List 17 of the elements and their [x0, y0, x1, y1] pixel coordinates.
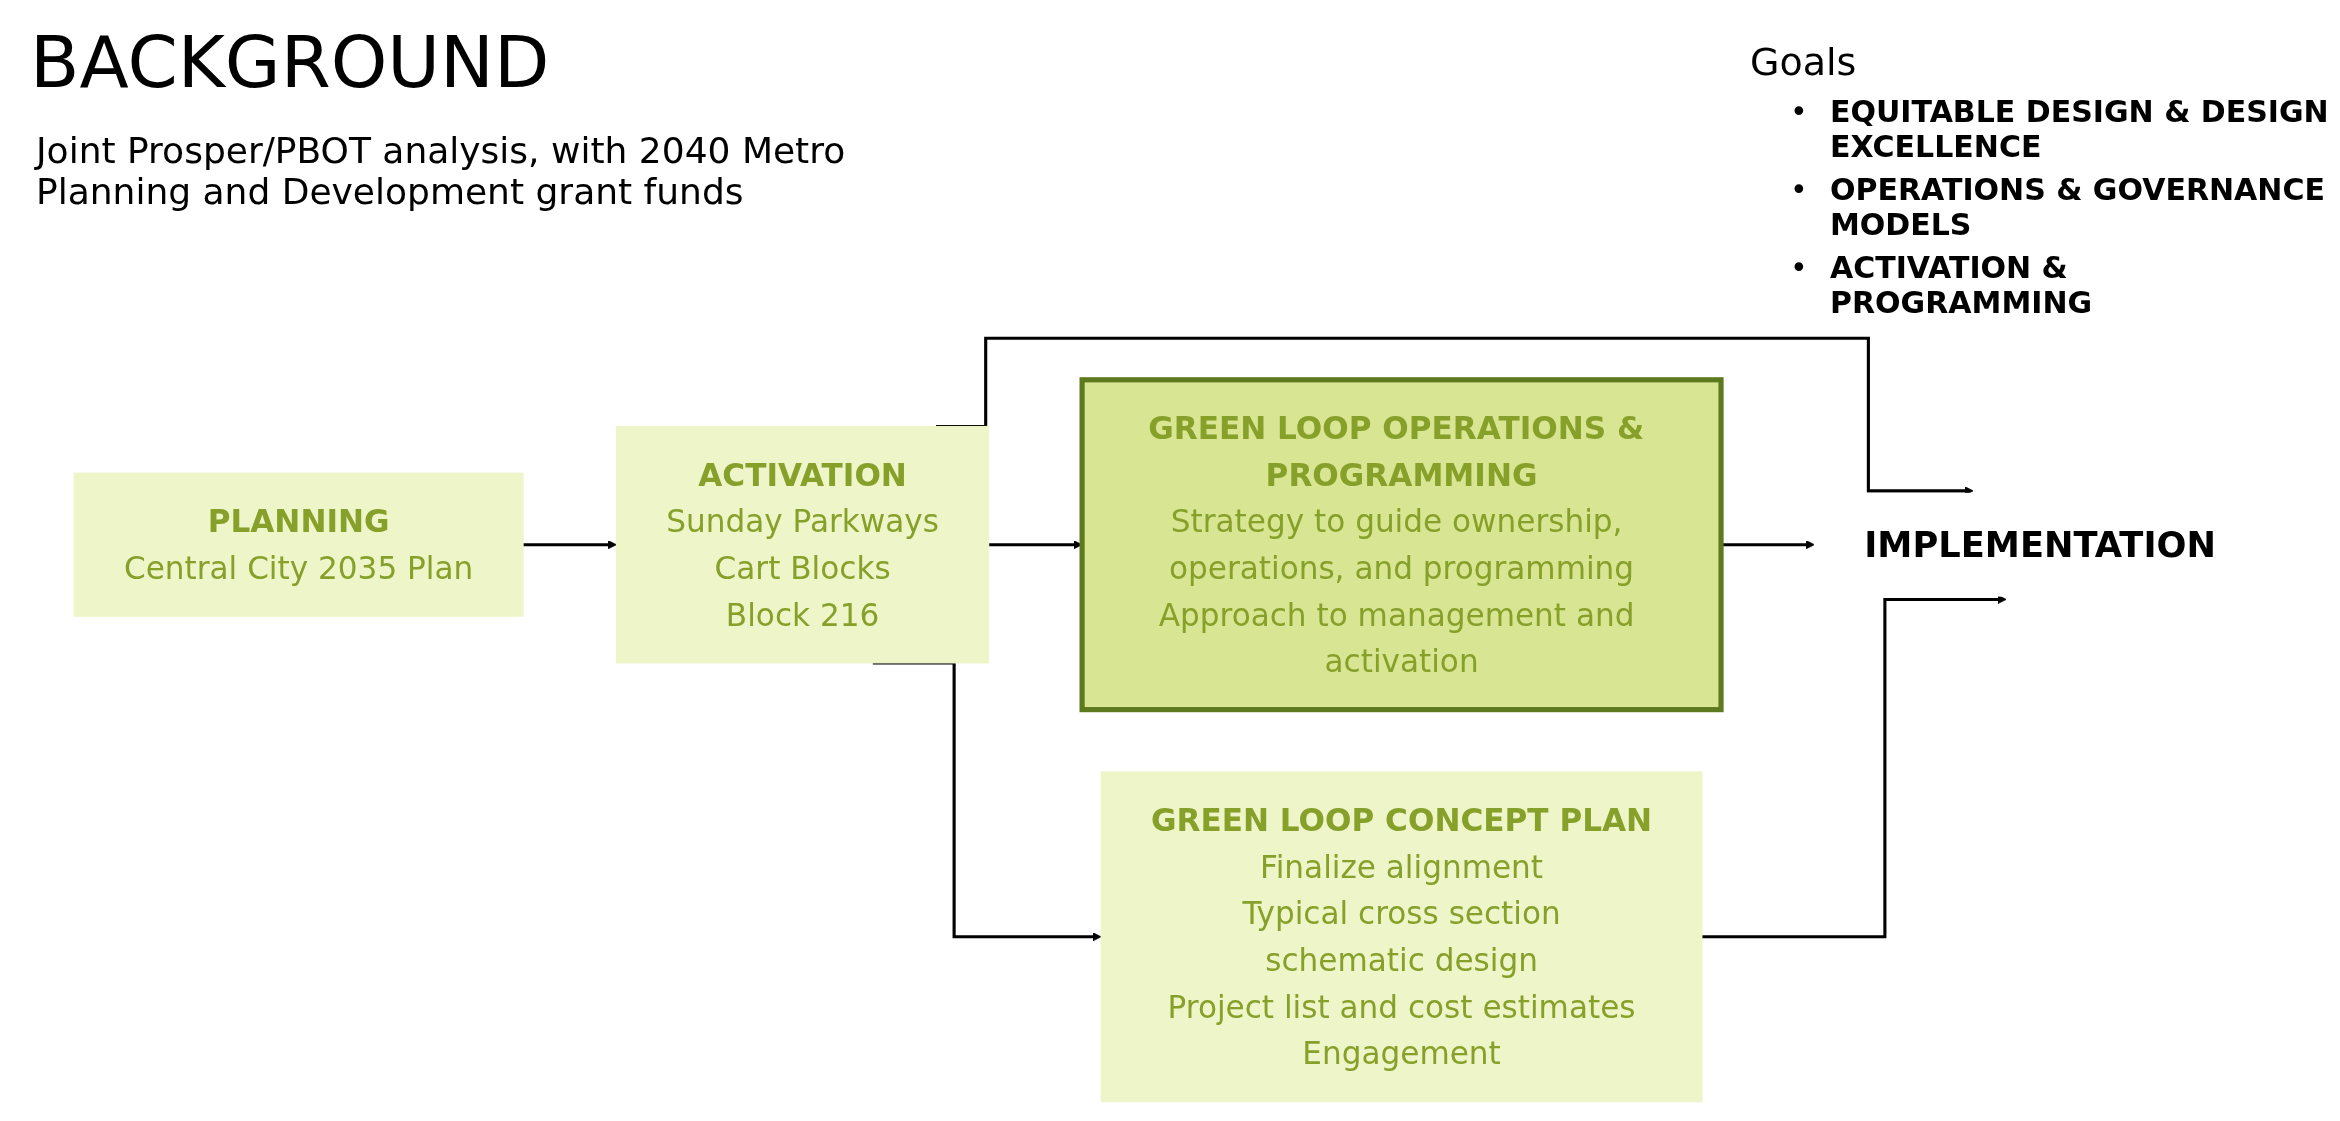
title: BACKGROUND: [30, 20, 550, 104]
bullet-marker: •: [1790, 94, 1809, 131]
goal-item: EQUITABLE DESIGN & DESIGN EXCELLENCE: [1830, 94, 2330, 164]
goals-heading: Goals: [1750, 40, 1857, 84]
node-box: PLANNING Central City 2035 Plan: [73, 472, 524, 617]
arrow: [523, 540, 617, 550]
goal-item: OPERATIONS & GOVERNANCE MODELS: [1830, 172, 2326, 242]
node-text: IMPLEMENTATION: [1864, 523, 2217, 565]
arrow: [1721, 540, 1815, 550]
arrow: [872, 661, 1102, 942]
node-box: ACTIVATION Sunday Parkways Cart Blocks Block 216: [615, 425, 990, 664]
goal-item: ACTIVATION & PROGRAMMING: [1830, 250, 2094, 320]
node-box: GREEN LOOP CONCEPT PLAN Finalize alignment Typical cross section schematic design Project list and cost estimates Engagement: [1100, 771, 1703, 1103]
bullet-marker: •: [1790, 250, 1809, 287]
bullet-marker: •: [1790, 172, 1809, 209]
background-text: Joint Prosper/PBOT analysis, with 2040 Metro Planning and Development grant funds: [36, 130, 847, 212]
node-box: GREEN LOOP OPERATIONS & PROGRAMMING Strategy to guide ownership, operations, and programming Approach to management and activation: [1079, 377, 1724, 713]
